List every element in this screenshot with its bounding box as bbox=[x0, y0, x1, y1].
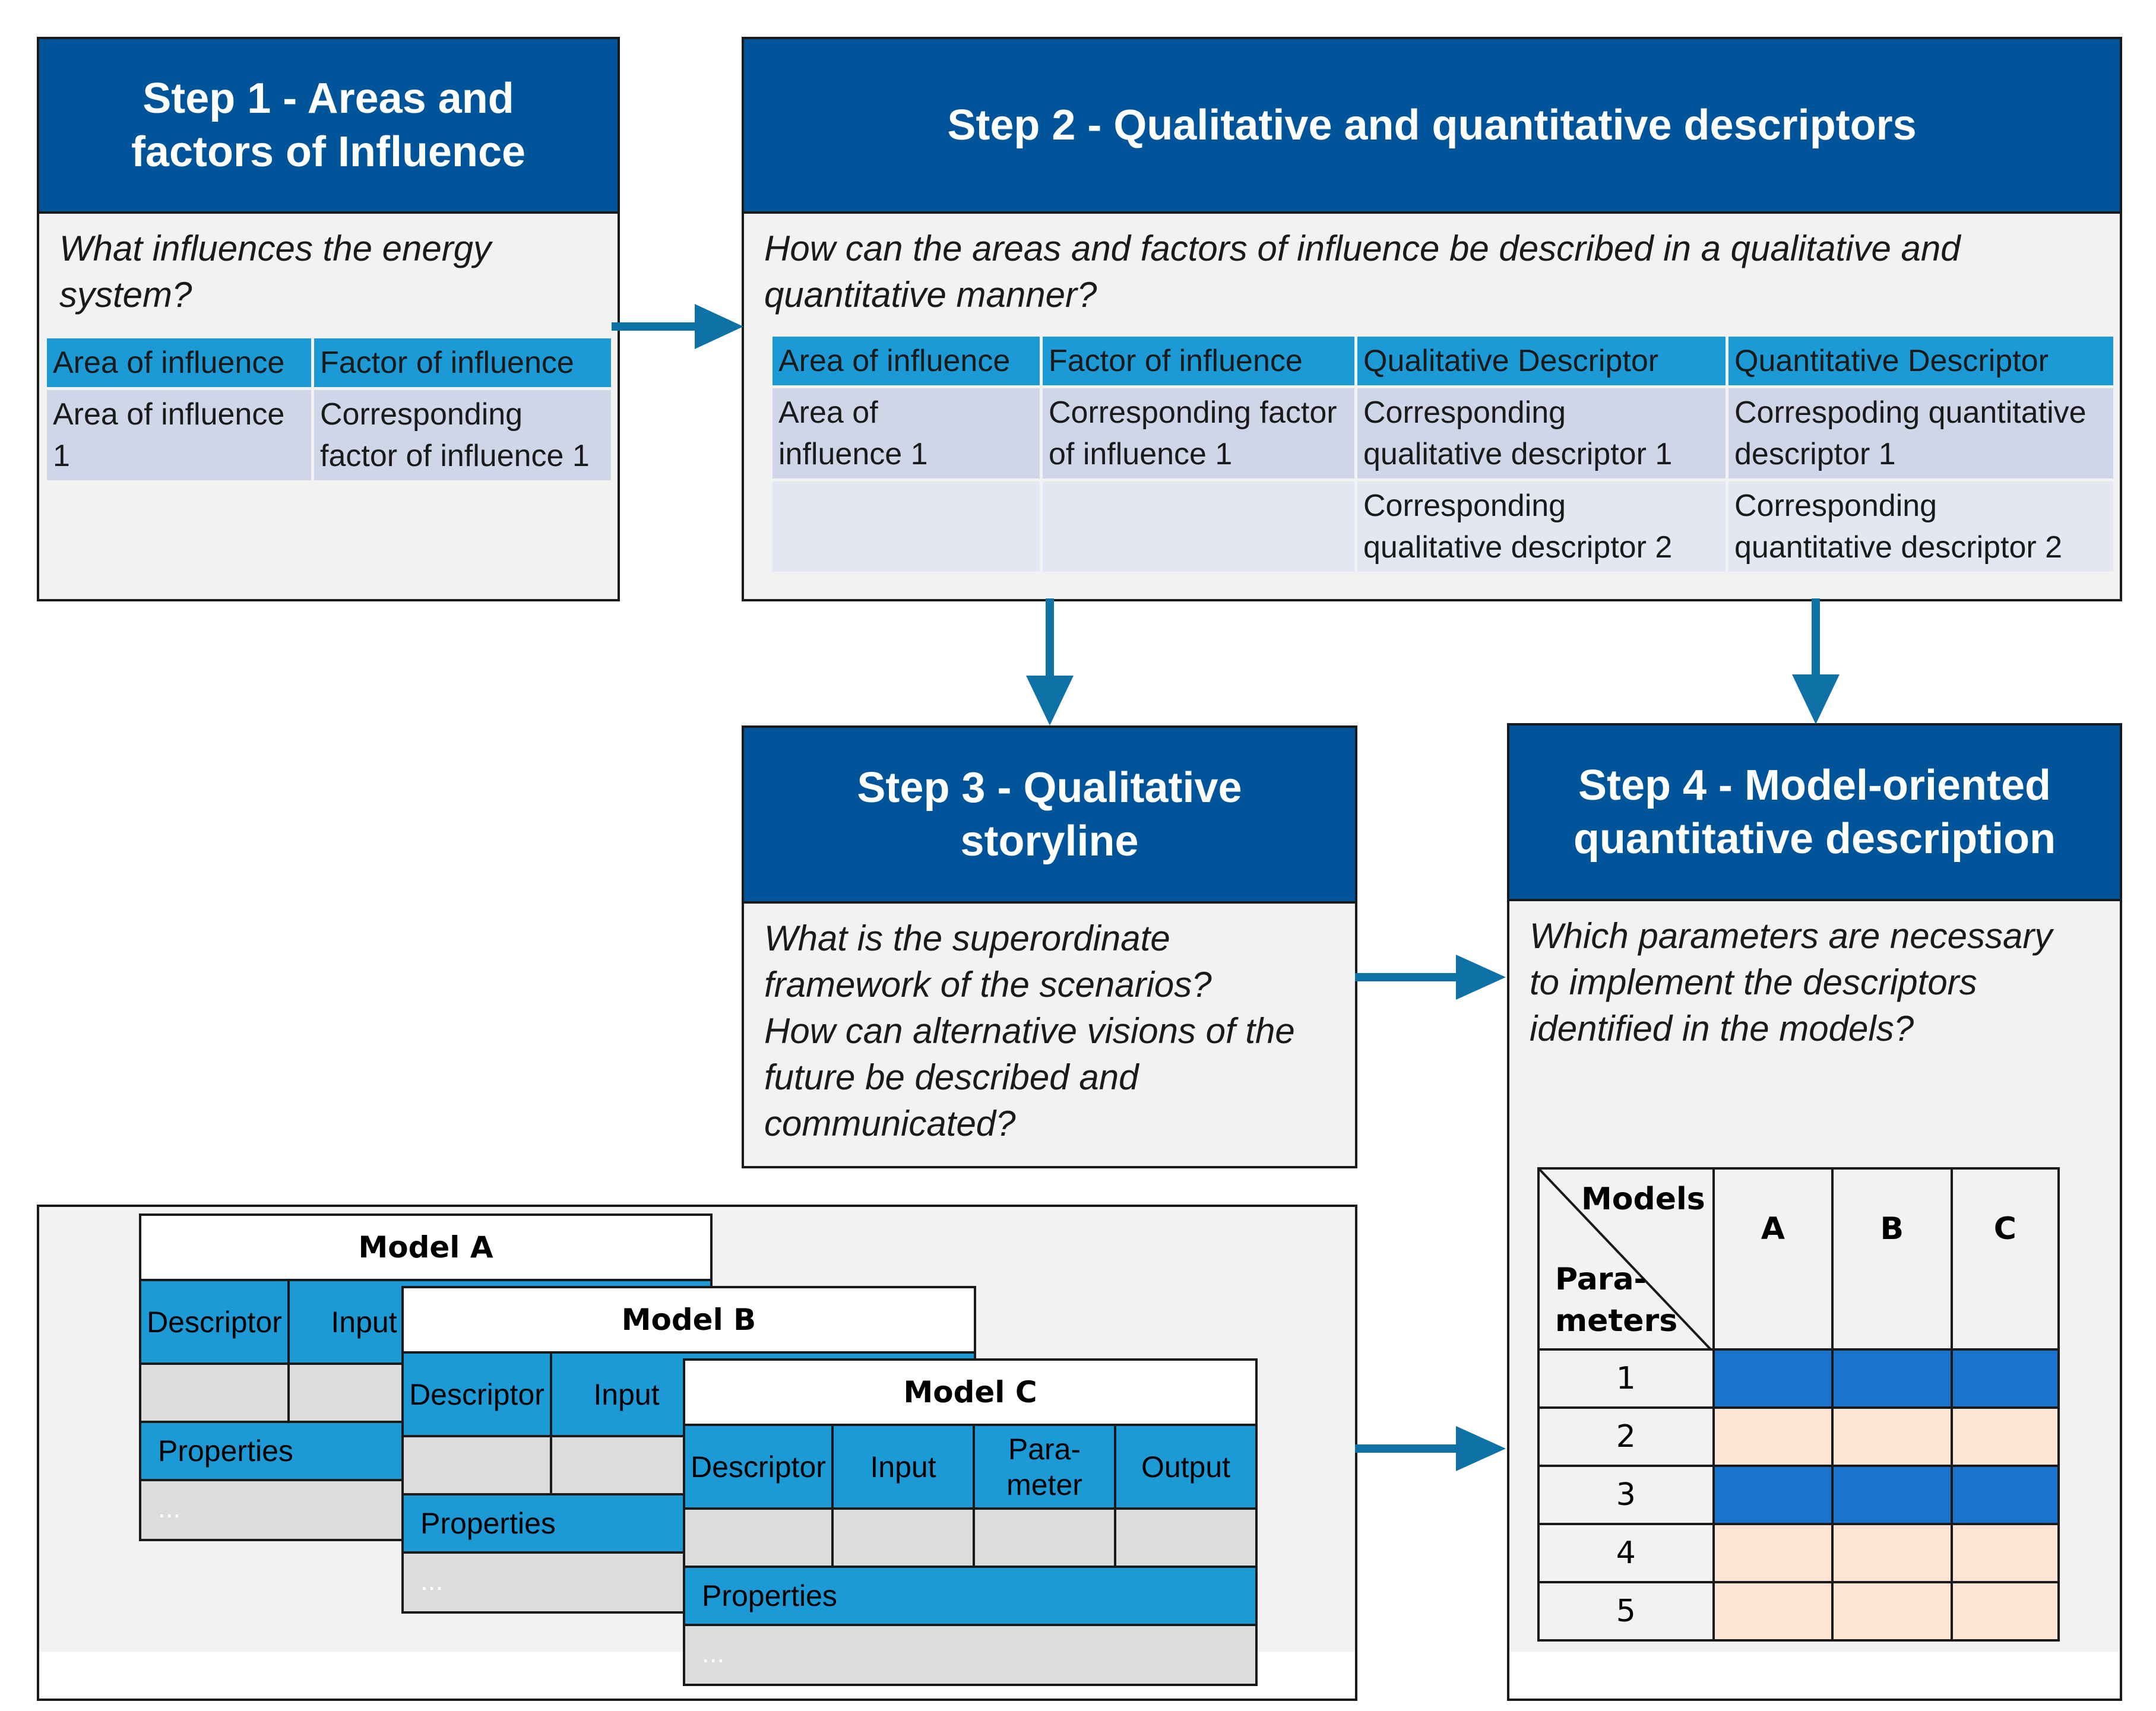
model-a-col-input: Input bbox=[331, 1305, 397, 1339]
model-a-value-cell bbox=[141, 1365, 290, 1421]
step2-cell-quantitative-1: Correspoding quantitative descriptor 1 bbox=[1728, 388, 2113, 479]
step1-box: Step 1 - Areas and factors of Influence … bbox=[37, 37, 620, 601]
step2-cell-empty-2 bbox=[1043, 481, 1354, 572]
corner-models-label: Models bbox=[1581, 1181, 1705, 1217]
model-c-card: Model C Descriptor Input Para- meter Out… bbox=[683, 1358, 1258, 1686]
model-b-col-descriptor: Descriptor bbox=[404, 1354, 552, 1435]
param-cell bbox=[1712, 1465, 1834, 1525]
step2-cell-quantitative-2: Corresponding quantitative descriptor 2 bbox=[1728, 481, 2113, 572]
model-c-value-cell bbox=[1116, 1510, 1255, 1566]
param-cell bbox=[1950, 1465, 2060, 1525]
step1-table: Area of influence Factor of influence Ar… bbox=[44, 335, 614, 483]
arrow-step2-to-step3 bbox=[1026, 598, 1074, 725]
step1-header-area: Area of influence bbox=[47, 338, 311, 387]
model-c-properties: Properties bbox=[685, 1568, 1255, 1626]
step2-cell-empty-1 bbox=[773, 481, 1040, 572]
param-cell bbox=[1712, 1581, 1834, 1642]
param-cell bbox=[1831, 1406, 1953, 1467]
step1-cell-factor: Corresponding factor of influence 1 bbox=[314, 390, 611, 480]
param-label-1: 1 bbox=[1537, 1348, 1715, 1409]
step2-cell-factor: Corresponding factor of influence 1 bbox=[1043, 388, 1354, 479]
model-c-value-cell bbox=[975, 1510, 1116, 1566]
param-cell bbox=[1950, 1348, 2060, 1409]
step1-header-factor: Factor of influence bbox=[314, 338, 611, 387]
parameter-table: Models Para- meters A B C 1 2 3 4 5 bbox=[1537, 1167, 2060, 1642]
param-cell bbox=[1950, 1523, 2060, 1583]
model-header-b: B bbox=[1831, 1167, 1953, 1351]
model-b-value-cell bbox=[552, 1437, 701, 1493]
step2-header-area: Area of influence bbox=[773, 337, 1040, 385]
step2-cell-qualitative-2: Corresponding qualitative descriptor 2 bbox=[1357, 481, 1726, 572]
model-header-c: C bbox=[1950, 1167, 2060, 1351]
model-c-value-cell bbox=[685, 1510, 834, 1566]
step2-cell-area: Area of influence 1 bbox=[773, 388, 1040, 479]
model-c-value-cell bbox=[834, 1510, 975, 1566]
model-a-more: ... bbox=[158, 1493, 181, 1523]
param-row: 2 bbox=[1537, 1406, 2060, 1467]
step4-title: Step 4 - Model-oriented quantitative des… bbox=[1509, 725, 2120, 901]
param-cell bbox=[1831, 1465, 1953, 1525]
model-header-a: A bbox=[1712, 1167, 1834, 1351]
param-label-4: 4 bbox=[1537, 1523, 1715, 1583]
model-b-title: Model B bbox=[404, 1288, 974, 1354]
arrow-step2-to-step4 bbox=[1792, 598, 1840, 724]
param-cell bbox=[1712, 1406, 1834, 1467]
model-c-col-output: Output bbox=[1141, 1450, 1231, 1484]
corner-diagonal bbox=[1540, 1170, 1712, 1351]
model-b-more: ... bbox=[420, 1565, 444, 1596]
param-row: 1 bbox=[1537, 1348, 2060, 1409]
param-row: 5 bbox=[1537, 1581, 2060, 1642]
step1-cell-area: Area of influence 1 bbox=[47, 390, 311, 480]
step2-table: Area of influence Factor of influence Qu… bbox=[770, 334, 2116, 575]
step2-header-qualitative: Qualitative Descriptor bbox=[1357, 337, 1726, 385]
corner-parameters-label: Para- meters bbox=[1555, 1262, 1678, 1339]
step3-question: What is the superordinate framework of t… bbox=[764, 918, 1295, 1143]
model-b-col-input: Input bbox=[593, 1377, 660, 1411]
step2-header-quantitative: Quantitative Descriptor bbox=[1728, 337, 2113, 385]
param-row: 3 bbox=[1537, 1465, 2060, 1525]
param-cell bbox=[1712, 1523, 1834, 1583]
model-c-title: Model C bbox=[685, 1361, 1255, 1426]
model-a-title: Model A bbox=[141, 1216, 710, 1281]
step4-panel-bottom bbox=[1509, 1652, 2120, 1699]
param-label-5: 5 bbox=[1537, 1581, 1715, 1642]
model-b-value-cell bbox=[404, 1437, 552, 1493]
arrow-models-to-step4 bbox=[1355, 1426, 1506, 1471]
step1-title: Step 1 - Areas and factors of Influence bbox=[39, 39, 618, 214]
model-c-col-parameter: Para- meter bbox=[975, 1426, 1116, 1507]
corner-cell: Models Para- meters bbox=[1537, 1167, 1715, 1351]
model-c-more: ... bbox=[702, 1637, 725, 1668]
param-cell bbox=[1831, 1581, 1953, 1642]
step2-header-factor: Factor of influence bbox=[1043, 337, 1354, 385]
step2-cell-qualitative-1: Corresponding qualitative descriptor 1 bbox=[1357, 388, 1726, 479]
step1-question: What influences the energy system? bbox=[59, 229, 492, 315]
model-a-col-descriptor: Descriptor bbox=[141, 1281, 290, 1363]
arrow-step3-to-step4 bbox=[1355, 955, 1506, 1000]
step3-title: Step 3 - Qualitative storyline bbox=[744, 728, 1355, 904]
step4-question: Which parameters are necessary to implem… bbox=[1530, 916, 2053, 1048]
param-cell bbox=[1712, 1348, 1834, 1409]
param-row: 4 bbox=[1537, 1523, 2060, 1583]
step2-title: Step 2 - Qualitative and quantitative de… bbox=[744, 39, 2120, 214]
arrow-step1-to-step2 bbox=[612, 304, 743, 349]
param-label-3: 3 bbox=[1537, 1465, 1715, 1525]
param-cell bbox=[1950, 1581, 2060, 1642]
param-cell bbox=[1831, 1523, 1953, 1583]
param-cell bbox=[1831, 1348, 1953, 1409]
param-cell bbox=[1950, 1406, 2060, 1467]
step3-box: Step 3 - Qualitative storyline What is t… bbox=[742, 725, 1357, 1168]
model-c-col-descriptor: Descriptor bbox=[685, 1426, 834, 1507]
step2-question: How can the areas and factors of influen… bbox=[764, 229, 1961, 315]
model-c-col-input: Input bbox=[834, 1426, 975, 1507]
param-label-2: 2 bbox=[1537, 1406, 1715, 1467]
